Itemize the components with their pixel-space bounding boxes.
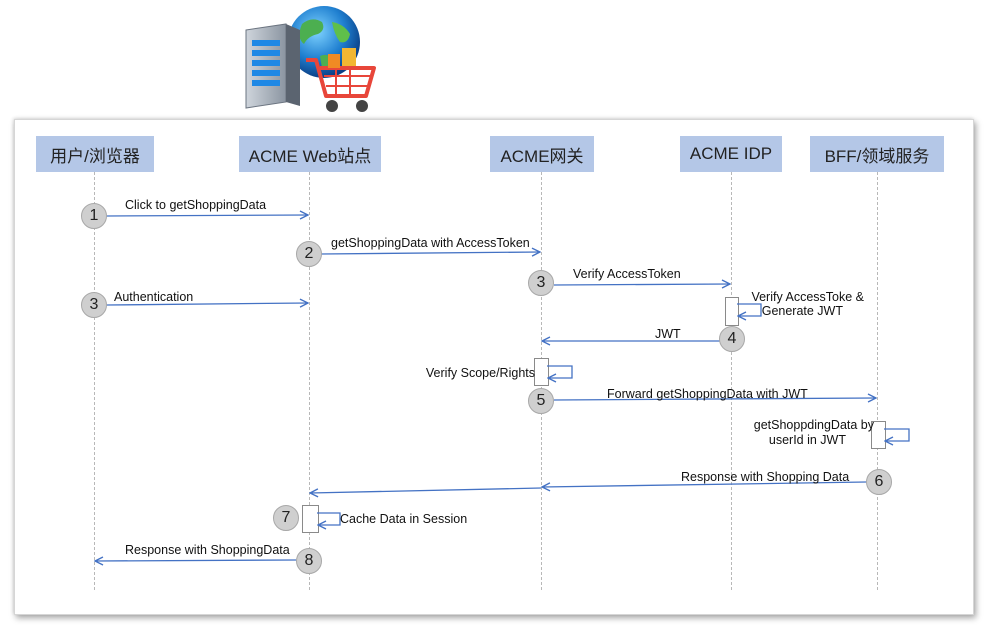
arrow-response-bff: [542, 481, 867, 487]
message-label-get-with-token: getShoppingData with AccessToken: [331, 236, 530, 250]
arrow-response-gateway: [310, 487, 542, 493]
activation-gateway: [534, 358, 549, 386]
actor-bff-domain-service: BFF/领域服务: [810, 136, 944, 172]
step-badge: 2: [296, 241, 322, 267]
step-badge: 7: [273, 505, 299, 531]
lifeline-web: [309, 172, 310, 590]
arrow-web-self: [317, 512, 341, 525]
step-badge: 3: [528, 270, 554, 296]
arrow-click: [106, 215, 308, 216]
lifeline-idp: [731, 172, 732, 590]
message-label-cache: Cache Data in Session: [340, 512, 468, 526]
message-label-forward: Forward getShoppingData with JWT: [607, 387, 808, 401]
step-badge: 1: [81, 203, 107, 229]
activation-bff: [871, 421, 886, 449]
arrow-bff-self: [884, 428, 910, 441]
actor-acme-web: ACME Web站点: [239, 136, 381, 172]
arrow-get-with-token: [320, 252, 540, 254]
message-label-idp-self-2: Generate JWT: [761, 304, 843, 318]
lifeline-user: [94, 172, 95, 590]
step-badge: 4: [719, 326, 745, 352]
arrow-forward: [553, 398, 876, 400]
arrow-authentication: [106, 303, 308, 305]
message-label-verify-scope: Verify Scope/Rights: [425, 366, 535, 380]
step-badge: 3: [81, 292, 107, 318]
activation-web: [302, 505, 319, 533]
message-label-click: Click to getShoppingData: [125, 198, 267, 212]
arrow-verify-token: [553, 284, 730, 285]
lifeline-bff: [877, 172, 878, 590]
actor-user-browser: 用户/浏览器: [36, 136, 154, 172]
message-label-idp-self-1: Verify AccessToke &: [751, 290, 864, 304]
message-label-verify-token: Verify AccessToken: [573, 267, 681, 281]
arrow-response-user: [95, 560, 297, 561]
step-badge: 6: [866, 469, 892, 495]
step-badge: 5: [528, 388, 554, 414]
diagram-frame: [14, 119, 974, 615]
actor-acme-idp: ACME IDP: [680, 136, 782, 172]
arrow-gateway-self: [547, 365, 573, 378]
message-label-bff-self-2: userId in JWT: [768, 433, 846, 447]
actor-acme-gateway: ACME网关: [490, 136, 594, 172]
message-label-jwt: JWT: [655, 327, 681, 341]
message-label-bff-self-1: getShoppdingData by: [753, 418, 874, 432]
message-label-response-bff: Response with Shopping Data: [681, 470, 850, 484]
message-label-response-user: Response with ShoppingData: [125, 543, 290, 557]
step-badge: 8: [296, 548, 322, 574]
arrow-idp-self: [737, 303, 762, 316]
message-label-authentication: Authentication: [114, 290, 194, 304]
server-globe-shopping-cart-icon: [245, 6, 376, 112]
